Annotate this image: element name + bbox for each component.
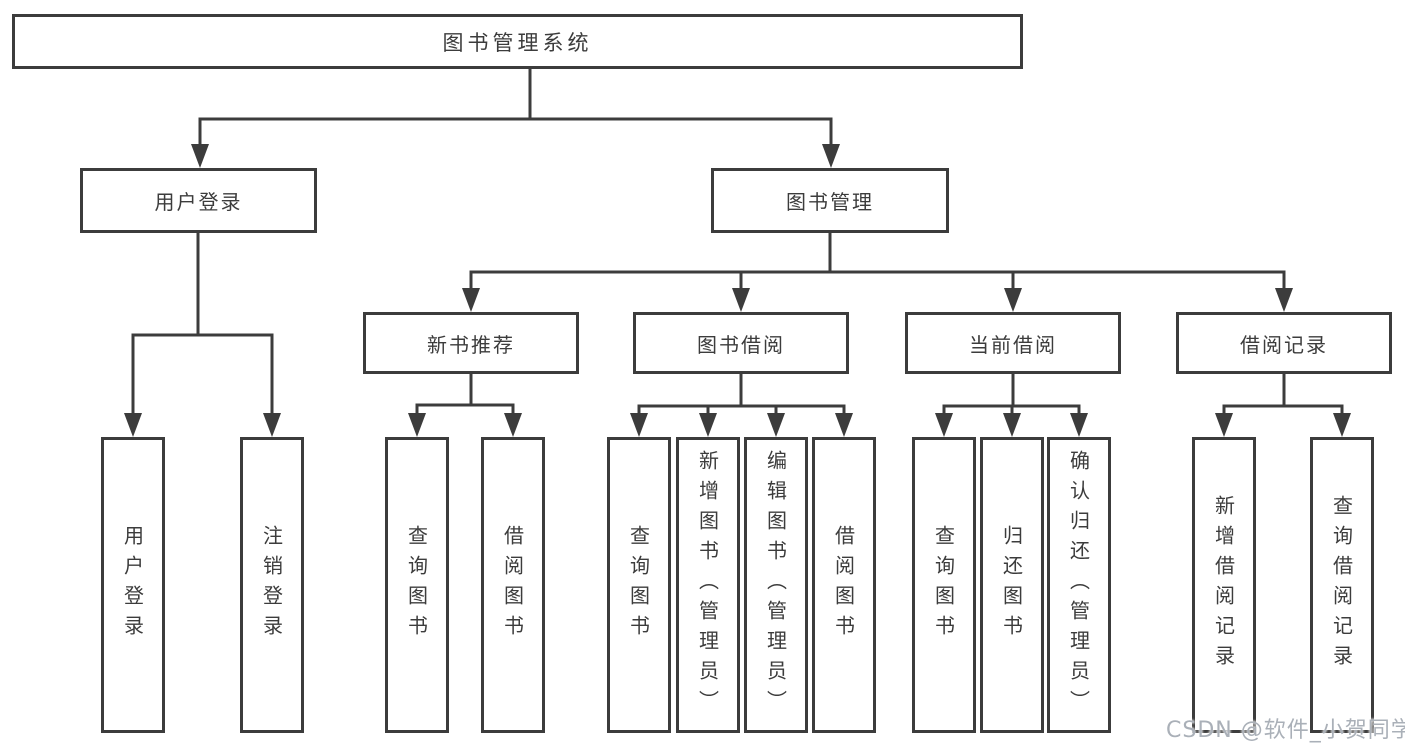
leaf-user-login: 用户登录 [101, 437, 165, 733]
connector-line [637, 374, 846, 418]
node-new-book-recommend-label: 新书推荐 [427, 332, 515, 357]
leaf-query-books-borrowing-label: 查询图书 [626, 525, 651, 645]
arrowhead [1275, 288, 1293, 312]
arrowhead [1003, 413, 1021, 437]
connector-new-book-recommend [408, 374, 522, 437]
leaf-query-books-current-label: 查询图书 [931, 525, 956, 645]
arrowhead [935, 413, 953, 437]
arrowhead [504, 413, 522, 437]
arrowhead [1215, 413, 1233, 437]
leaf-add-borrow-record: 新增借阅记录 [1192, 437, 1256, 733]
node-book-management-label: 图书管理 [786, 190, 874, 214]
connector-user-login [124, 233, 281, 437]
leaf-borrow-books-borrowing-label: 借阅图书 [831, 525, 856, 645]
node-new-book-recommend: 新书推荐 [363, 312, 579, 374]
arrowhead [1004, 288, 1022, 312]
leaf-edit-book-admin: 编辑图书（管理员） [744, 437, 808, 733]
node-library-system-label: 图书管理系统 [442, 30, 593, 55]
connector-line [131, 233, 274, 418]
leaf-query-borrow-record: 查询借阅记录 [1310, 437, 1374, 733]
arrowhead [732, 288, 750, 312]
csdn-watermark: CSDN @软件_小贺同学 [1166, 718, 1405, 743]
connector-book-borrowing [630, 374, 853, 437]
arrowhead [767, 413, 785, 437]
leaf-query-books-recommend: 查询图书 [385, 437, 449, 733]
leaf-return-books: 归还图书 [980, 437, 1044, 733]
connector-line [198, 69, 833, 148]
connector-line [469, 233, 1286, 293]
node-current-borrowing-label: 当前借阅 [969, 332, 1057, 357]
arrowhead [462, 288, 480, 312]
node-user-login-label: 用户登录 [154, 190, 243, 214]
connector-current-borrowing [935, 374, 1088, 437]
leaf-user-login-label: 用户登录 [120, 525, 145, 645]
arrowhead [408, 413, 426, 437]
node-current-borrowing: 当前借阅 [905, 312, 1121, 374]
arrowhead [263, 413, 281, 437]
leaf-confirm-return-admin: 确认归还（管理员） [1047, 437, 1111, 733]
arrowhead [124, 413, 142, 437]
node-library-system: 图书管理系统 [12, 14, 1023, 69]
arrowhead [699, 413, 717, 437]
node-book-borrowing-label: 图书借阅 [697, 332, 785, 357]
node-borrowing-records-label: 借阅记录 [1240, 332, 1328, 357]
node-user-login: 用户登录 [80, 168, 317, 233]
node-borrowing-records: 借阅记录 [1176, 312, 1392, 374]
leaf-query-borrow-record-label: 查询借阅记录 [1329, 495, 1354, 675]
connector-root [191, 69, 840, 168]
leaf-add-book-admin-label: 新增图书（管理员） [695, 450, 720, 720]
arrowhead [1070, 413, 1088, 437]
leaf-query-books-current: 查询图书 [912, 437, 976, 733]
leaf-borrow-books-recommend-label: 借阅图书 [500, 525, 525, 645]
leaf-edit-book-admin-label: 编辑图书（管理员） [763, 450, 788, 720]
arrowhead [822, 144, 840, 168]
leaf-add-borrow-record-label: 新增借阅记录 [1211, 495, 1236, 675]
connector-book-management [462, 233, 1293, 312]
leaf-query-books-borrowing: 查询图书 [607, 437, 671, 733]
leaf-query-books-recommend-label: 查询图书 [404, 525, 429, 645]
leaf-confirm-return-admin-label: 确认归还（管理员） [1066, 450, 1091, 720]
arrowhead [191, 144, 209, 168]
leaf-borrow-books-recommend: 借阅图书 [481, 437, 545, 733]
connector-borrowing-records [1215, 374, 1351, 437]
leaf-logout-login: 注销登录 [240, 437, 304, 733]
leaf-borrow-books-borrowing: 借阅图书 [812, 437, 876, 733]
connector-line [415, 374, 515, 418]
node-book-management: 图书管理 [711, 168, 949, 233]
arrowhead [1333, 413, 1351, 437]
connector-line [942, 374, 1081, 418]
leaf-logout-login-label: 注销登录 [259, 525, 284, 645]
leaf-return-books-label: 归还图书 [999, 525, 1024, 645]
connector-line [1222, 374, 1344, 418]
arrowhead [630, 413, 648, 437]
arrowhead [835, 413, 853, 437]
node-book-borrowing: 图书借阅 [633, 312, 849, 374]
leaf-add-book-admin: 新增图书（管理员） [676, 437, 740, 733]
